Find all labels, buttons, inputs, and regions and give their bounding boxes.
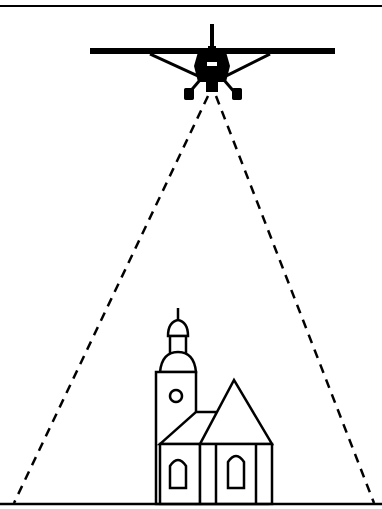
- airplane-fuselage: [194, 52, 230, 82]
- camera-icon: [206, 82, 218, 92]
- church-window-right: [228, 456, 244, 488]
- church-tower-cupola: [168, 320, 188, 336]
- airplane-window: [207, 62, 217, 66]
- church-tower-clock: [170, 390, 182, 402]
- airplane-icon: [90, 24, 335, 100]
- church-tower-dome: [160, 352, 196, 372]
- church-icon: [156, 308, 272, 504]
- airplane-left-wheel: [184, 88, 194, 100]
- airplane-left-strut: [150, 54, 198, 76]
- church-window-left: [170, 460, 186, 488]
- propeller-hub: [208, 46, 216, 50]
- airplane-right-wheel: [232, 88, 242, 100]
- airplane-right-strut: [226, 54, 270, 76]
